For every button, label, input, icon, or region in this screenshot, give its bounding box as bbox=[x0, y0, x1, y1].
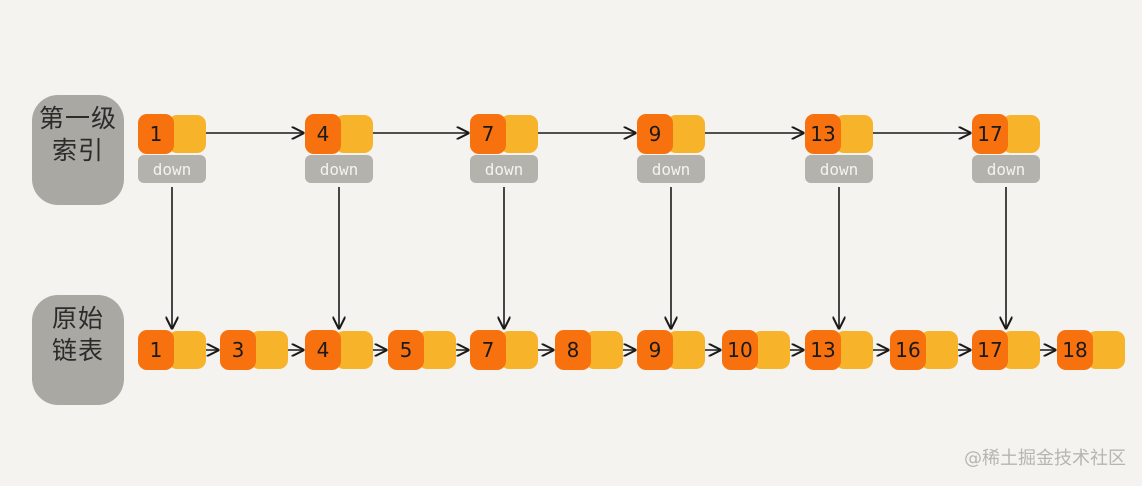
node-key: 4 bbox=[305, 114, 341, 154]
down-pointer-4: down bbox=[305, 155, 373, 183]
node-next-pointer bbox=[418, 331, 456, 369]
list-node-13: 13 bbox=[805, 330, 873, 370]
node-next-pointer bbox=[835, 331, 873, 369]
list-node-17: 17 bbox=[972, 330, 1040, 370]
node-key: 16 bbox=[890, 330, 926, 370]
list-node-8: 8 bbox=[555, 330, 623, 370]
down-pointer-1: down bbox=[138, 155, 206, 183]
list-node-4: 4 bbox=[305, 330, 373, 370]
node-next-pointer bbox=[585, 331, 623, 369]
index-level-label: 第一级 索引 bbox=[32, 95, 124, 205]
node-next-pointer bbox=[168, 331, 206, 369]
node-next-pointer bbox=[667, 331, 705, 369]
index-node-4: 4 bbox=[305, 114, 373, 154]
node-key: 13 bbox=[805, 114, 841, 154]
node-key: 17 bbox=[972, 114, 1008, 154]
watermark: @稀土掘金技术社区 bbox=[964, 448, 1126, 469]
node-key: 1 bbox=[138, 330, 174, 370]
list-node-1: 1 bbox=[138, 330, 206, 370]
node-key: 7 bbox=[470, 330, 506, 370]
node-next-pointer bbox=[500, 331, 538, 369]
node-key: 7 bbox=[470, 114, 506, 154]
node-key: 1 bbox=[138, 114, 174, 154]
index-node-1: 1 bbox=[138, 114, 206, 154]
node-key: 5 bbox=[388, 330, 424, 370]
index-node-13: 13 bbox=[805, 114, 873, 154]
node-next-pointer bbox=[1087, 331, 1125, 369]
node-next-pointer bbox=[500, 115, 538, 153]
list-node-7: 7 bbox=[470, 330, 538, 370]
index-node-7: 7 bbox=[470, 114, 538, 154]
node-next-pointer bbox=[335, 115, 373, 153]
index-node-17: 17 bbox=[972, 114, 1040, 154]
down-pointer-9: down bbox=[637, 155, 705, 183]
node-next-pointer bbox=[667, 115, 705, 153]
base-label-line2: 链表 bbox=[51, 336, 104, 365]
node-next-pointer bbox=[1002, 331, 1040, 369]
node-next-pointer bbox=[168, 115, 206, 153]
node-next-pointer bbox=[835, 115, 873, 153]
node-key: 9 bbox=[637, 114, 673, 154]
list-node-5: 5 bbox=[388, 330, 456, 370]
list-node-16: 16 bbox=[890, 330, 958, 370]
index-node-9: 9 bbox=[637, 114, 705, 154]
node-next-pointer bbox=[335, 331, 373, 369]
index-label-line1: 第一级 bbox=[38, 104, 117, 133]
node-next-pointer bbox=[250, 331, 288, 369]
index-label-line2: 索引 bbox=[51, 136, 104, 165]
list-node-18: 18 bbox=[1057, 330, 1125, 370]
node-key: 9 bbox=[637, 330, 673, 370]
node-next-pointer bbox=[752, 331, 790, 369]
list-node-3: 3 bbox=[220, 330, 288, 370]
list-node-9: 9 bbox=[637, 330, 705, 370]
node-next-pointer bbox=[1002, 115, 1040, 153]
down-pointer-17: down bbox=[972, 155, 1040, 183]
node-next-pointer bbox=[920, 331, 958, 369]
node-key: 18 bbox=[1057, 330, 1093, 370]
node-key: 3 bbox=[220, 330, 256, 370]
down-pointer-13: down bbox=[805, 155, 873, 183]
node-key: 4 bbox=[305, 330, 341, 370]
base-label-line1: 原始 bbox=[51, 304, 104, 333]
down-pointer-7: down bbox=[470, 155, 538, 183]
node-key: 17 bbox=[972, 330, 1008, 370]
node-key: 10 bbox=[722, 330, 758, 370]
base-list-label: 原始 链表 bbox=[32, 295, 124, 405]
node-key: 13 bbox=[805, 330, 841, 370]
list-node-10: 10 bbox=[722, 330, 790, 370]
node-key: 8 bbox=[555, 330, 591, 370]
